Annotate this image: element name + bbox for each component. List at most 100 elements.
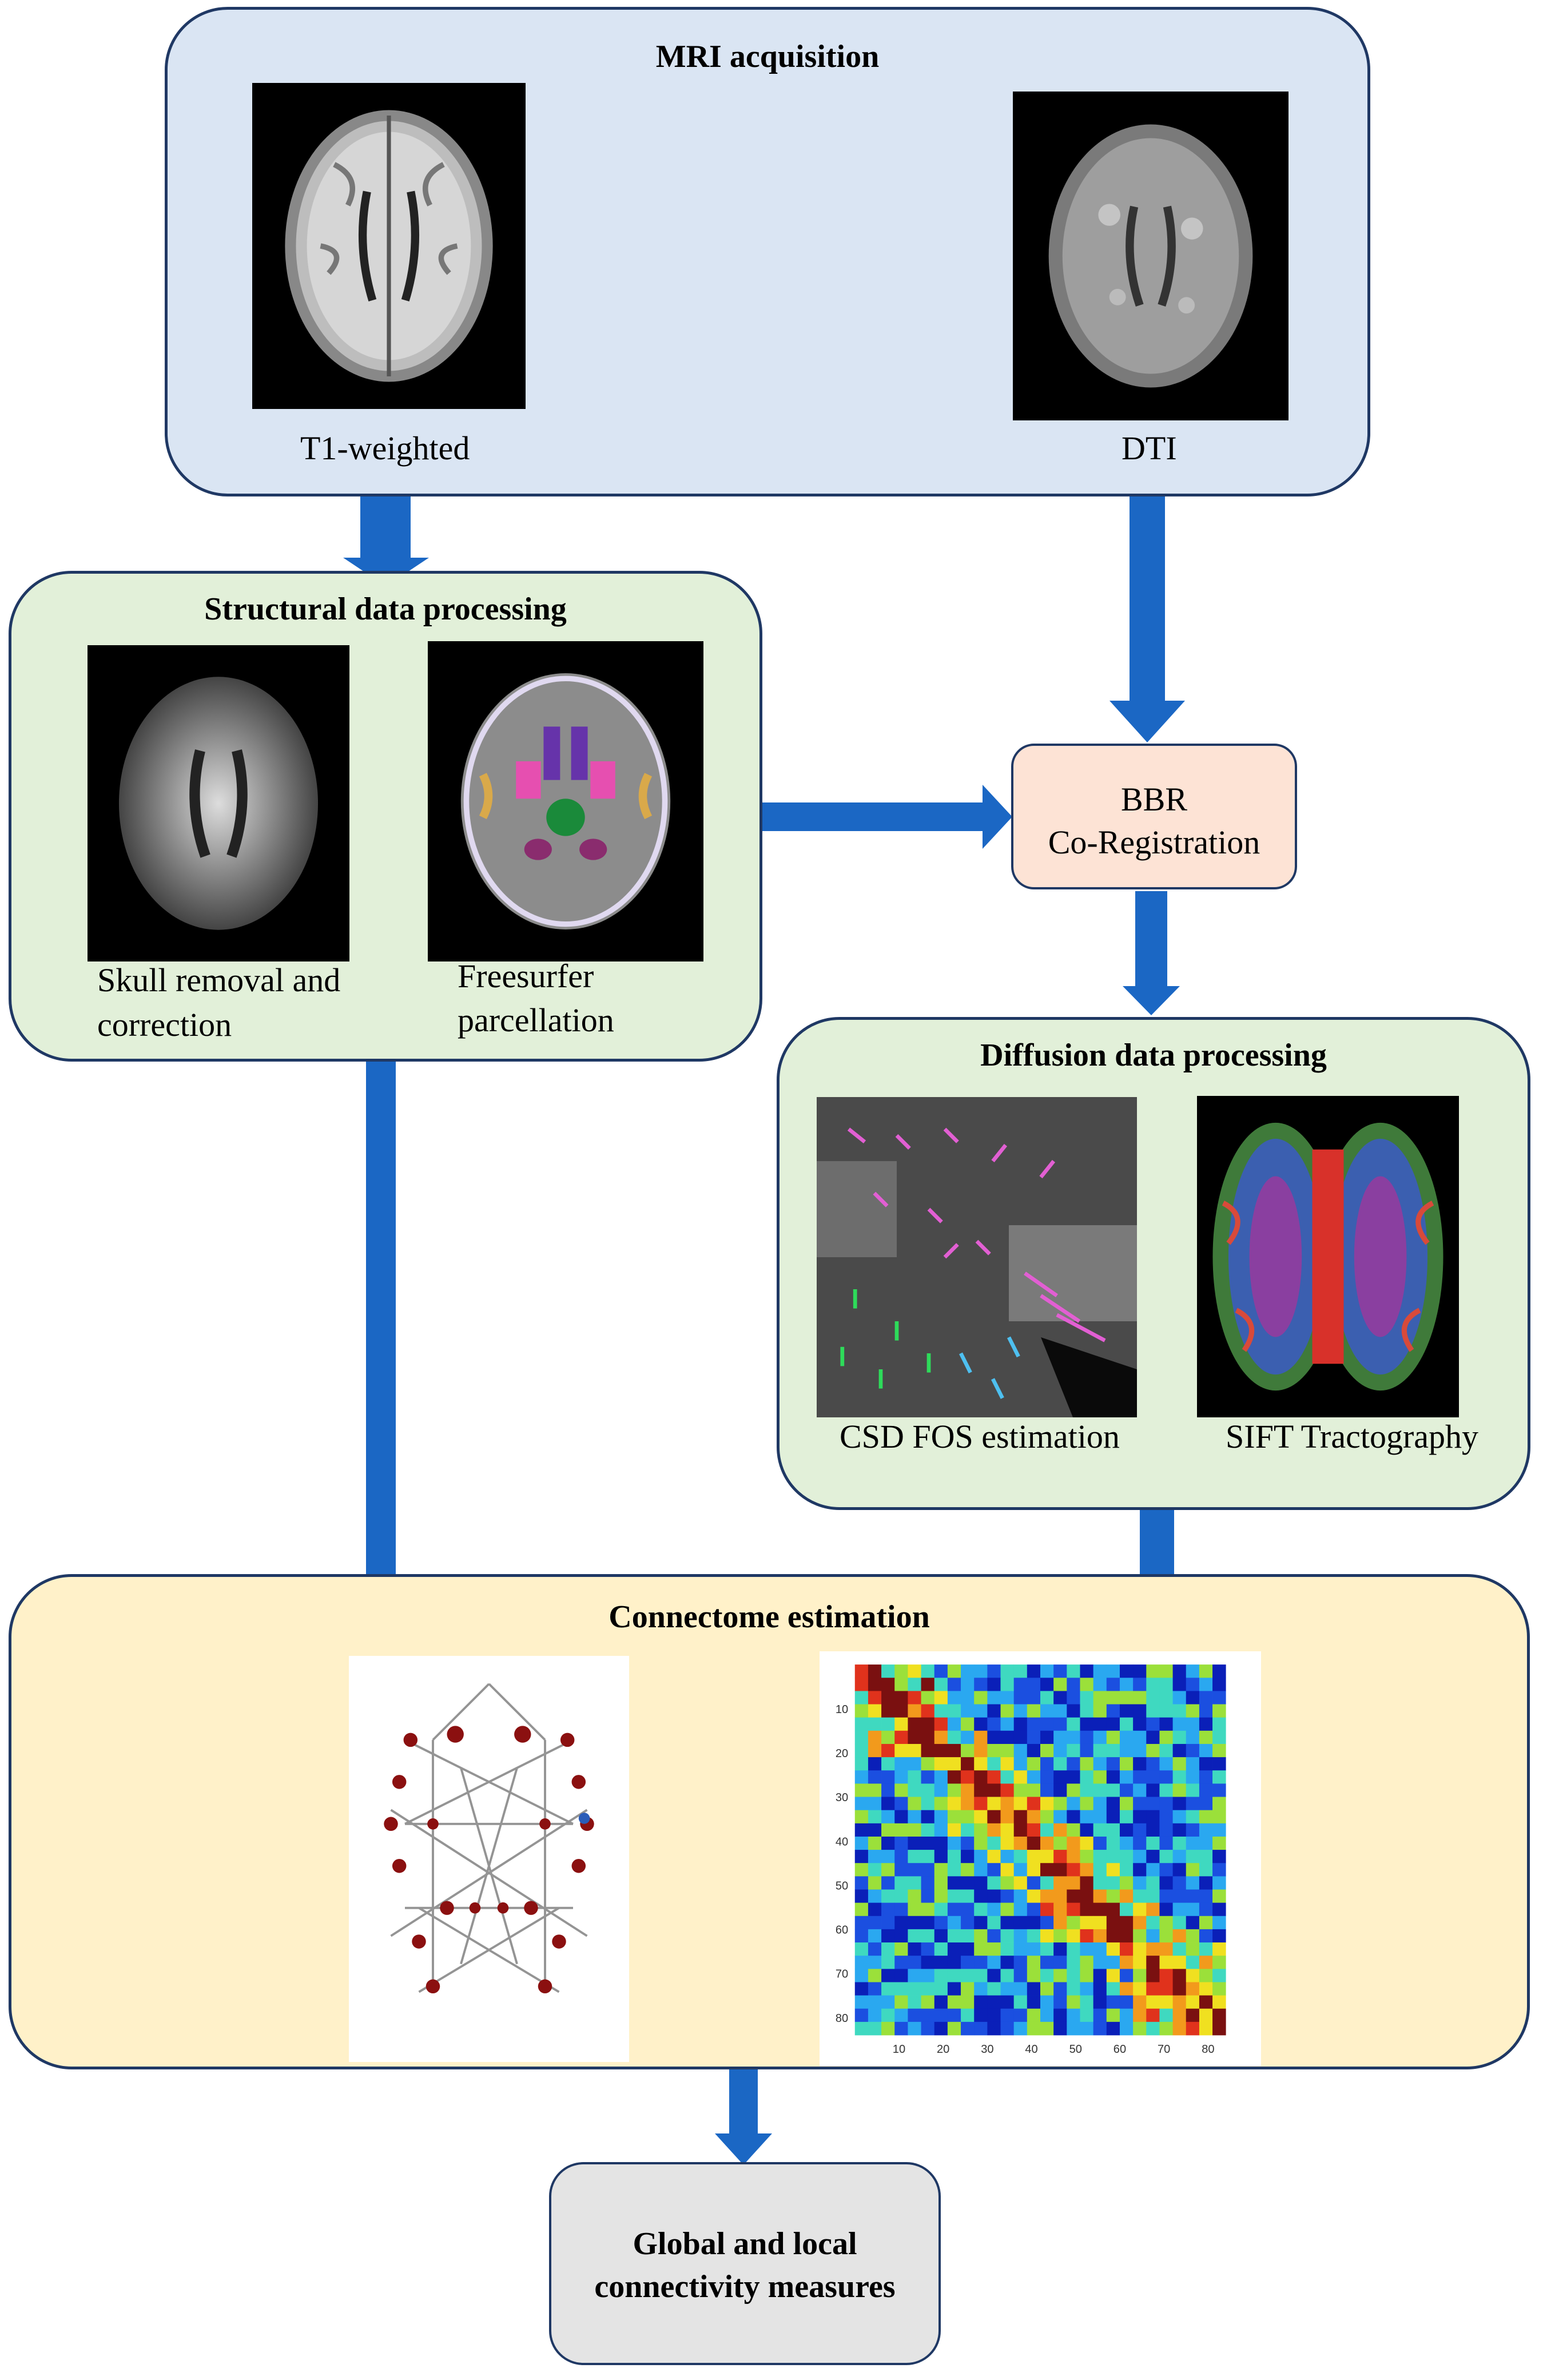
matrix-cell [1027, 1876, 1041, 1890]
matrix-cell [1119, 1783, 1134, 1797]
dti-image [1013, 92, 1289, 420]
matrix-cell [1199, 1757, 1213, 1771]
matrix-cell [1186, 1889, 1200, 1904]
matrix-cell [961, 1942, 975, 1956]
matrix-cell [1212, 1757, 1226, 1771]
matrix-cell [894, 1982, 908, 1996]
matrix-cell [1159, 1995, 1173, 2009]
matrix-cell [934, 1942, 948, 1956]
matrix-cell [1186, 1678, 1200, 1691]
matrix-cell [1133, 1863, 1147, 1877]
matrix-cell [894, 1929, 908, 1943]
matrix-cell [1119, 2008, 1134, 2023]
matrix-cell [1119, 1995, 1134, 2009]
matrix-cell [1172, 1823, 1187, 1837]
matrix-cell [854, 1770, 869, 1784]
matrix-cell [947, 1730, 961, 1745]
matrix-cell [1199, 1889, 1213, 1904]
matrix-cell [1013, 1995, 1028, 2009]
matrix-cell [854, 1995, 869, 2009]
matrix-cell [974, 1969, 988, 1982]
matrix-cell [961, 1810, 975, 1824]
matrix-cell [1013, 1916, 1028, 1930]
matrix-cell [1040, 1810, 1054, 1824]
matrix-cell [921, 1743, 935, 1758]
matrix-cell [1093, 1717, 1107, 1731]
matrix-cell [1093, 1797, 1107, 1811]
matrix-cell [1093, 2008, 1107, 2023]
matrix-cell [921, 1691, 935, 1704]
matrix-cell [881, 1956, 895, 1969]
matrix-cell [908, 1982, 921, 1996]
matrix-cell [1000, 1691, 1015, 1704]
matrix-cell [894, 1664, 908, 1678]
matrix-cell [894, 1691, 908, 1704]
matrix-cell [1013, 1889, 1028, 1904]
matrix-cell [854, 1810, 869, 1824]
matrix-cell [1186, 1691, 1200, 1704]
matrix-cell [987, 1876, 1001, 1890]
matrix-cell [1212, 1929, 1226, 1943]
matrix-cell [1053, 1783, 1067, 1797]
matrix-cell [921, 1770, 935, 1784]
matrix-cell [1053, 1969, 1067, 1982]
matrix-cell [974, 1889, 988, 1904]
matrix-cell [974, 1810, 988, 1824]
matrix-cell [974, 1770, 988, 1784]
matrix-cell [1027, 1743, 1041, 1758]
matrix-cell [1000, 1982, 1015, 1996]
matrix-cell [1013, 2008, 1028, 2023]
matrix-cell [1199, 1942, 1213, 1956]
connectome-estimation-panel: Connectome estimation [9, 1574, 1530, 2069]
matrix-cell [1067, 1691, 1080, 1704]
matrix-cell [894, 1743, 908, 1758]
matrix-cell [934, 1916, 948, 1930]
matrix-cell [987, 2021, 1001, 2036]
matrix-cell [1199, 1876, 1213, 1890]
matrix-cell [881, 1757, 895, 1771]
matrix-cell [947, 1982, 961, 1996]
matrix-cell [894, 1757, 908, 1771]
freesurfer-label-2: parcellation [458, 1002, 614, 1039]
arrow-bbr-to-diffusion [1123, 891, 1180, 1015]
matrix-cell [908, 1876, 921, 1890]
matrix-cell [1013, 1810, 1028, 1824]
matrix-cell [1159, 1982, 1173, 1996]
matrix-cell [961, 2021, 975, 2036]
matrix-cell [1186, 1704, 1200, 1718]
matrix-cell [1013, 1717, 1028, 1731]
structural-processing-panel: Structural data processing Skull removal… [9, 571, 762, 1062]
matrix-cell [1133, 2008, 1147, 2023]
matrix-cell [854, 1664, 869, 1678]
matrix-cell [1119, 1969, 1134, 1982]
matrix-cell [974, 2008, 988, 2023]
matrix-cell [908, 1691, 921, 1704]
matrix-cell [974, 1823, 988, 1837]
matrix-cell [1133, 1889, 1147, 1904]
matrix-cell [1013, 1942, 1028, 1956]
matrix-cell [1000, 1743, 1015, 1758]
matrix-cell [1199, 1916, 1213, 1930]
matrix-cell [1093, 1995, 1107, 2009]
matrix-cell [961, 1704, 975, 1718]
matrix-cell [908, 1810, 921, 1824]
matrix-cell [1000, 1929, 1015, 1943]
matrix-cell [1172, 1730, 1187, 1745]
matrix-cell [1133, 2021, 1147, 2036]
matrix-cell [1067, 1704, 1080, 1718]
matrix-cell [1186, 2008, 1200, 2023]
matrix-cell [1093, 1783, 1107, 1797]
matrix-cell [1146, 1995, 1160, 2009]
matrix-cell [947, 1797, 961, 1811]
matrix-cell [961, 2008, 975, 2023]
matrix-cell [1159, 1929, 1173, 1943]
matrix-tick-y: 80 [836, 2012, 848, 2025]
matrix-cell [854, 1823, 869, 1837]
matrix-cell [868, 1691, 882, 1704]
matrix-cell [934, 1850, 948, 1864]
matrix-cell [1146, 1823, 1160, 1837]
matrix-cell [1199, 1664, 1213, 1678]
matrix-cell [881, 1691, 895, 1704]
matrix-cell [1133, 1678, 1147, 1691]
matrix-cell [1080, 1876, 1094, 1890]
